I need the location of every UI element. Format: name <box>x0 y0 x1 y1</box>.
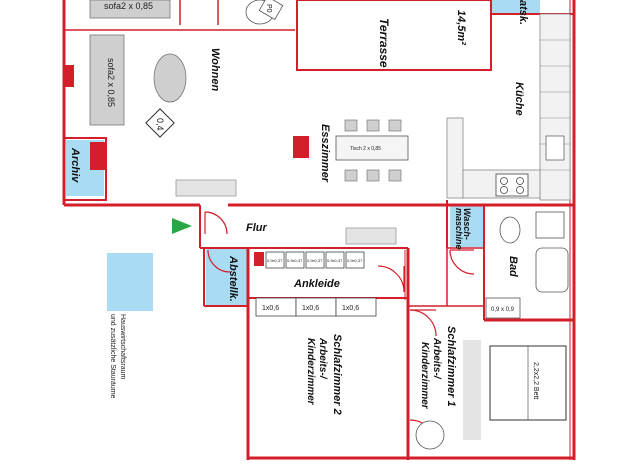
round-table <box>153 53 187 103</box>
legend-line1: Hauswirtschaftsraum <box>119 314 126 380</box>
label-flur: Flur <box>246 222 267 234</box>
stove <box>495 173 529 197</box>
walls <box>62 0 576 460</box>
label-terrasse-area: 14,5m² <box>455 10 467 45</box>
label-dining-table: Tisch 2 x 0,85 <box>350 146 381 152</box>
label-wardrobe-1: 1x0,6 <box>262 305 279 312</box>
bathtub <box>535 247 569 293</box>
label-sofa-side: sofa2 x 0,85 <box>106 58 116 107</box>
kitchen-island <box>446 117 464 199</box>
label-esszimmer: Esszimmer <box>319 124 331 183</box>
washbasin <box>535 211 565 239</box>
entry-arrow <box>172 218 192 234</box>
tv-unit <box>175 179 237 197</box>
label-wardrobe-2: 1x0,6 <box>302 305 319 312</box>
plant-bottom <box>415 420 445 450</box>
bed-rug <box>463 340 481 440</box>
dining-chairs <box>344 119 402 182</box>
kitchen-counter-right <box>539 13 571 201</box>
label-wardrobe-3: 1x0,6 <box>342 305 359 312</box>
label-terrasse: Terrasse <box>377 18 391 68</box>
sofa-top <box>89 0 171 19</box>
label-shelf-4: 0,9x0,37 <box>327 258 343 263</box>
label-stellplatz: atsk. <box>517 0 529 25</box>
label-shelf-3: 0,9x0,37 <box>307 258 323 263</box>
label-archiv: Archiv <box>69 147 81 183</box>
label-wohnen: Wohnen <box>209 48 221 91</box>
label-sofa-top: sofa2 x 0,85 <box>104 1 153 11</box>
waschmaschine-area <box>450 205 484 247</box>
label-shelf-5: 0,9x0,37 <box>347 258 363 263</box>
small-table <box>145 108 175 138</box>
legend-line2: und zusätzliche Stauräume <box>109 314 116 399</box>
stellplatz-area <box>490 0 540 14</box>
label-ankleide: Ankleide <box>293 278 340 290</box>
label-schlafzimmer1: Schlafzimmer 1 <box>445 326 457 407</box>
legend-swatch <box>107 253 153 311</box>
label-waschmaschine-b: maschine <box>454 208 464 250</box>
label-arbeits1a: Arbeits-/ <box>431 337 442 380</box>
label-arbeits1b: Kinderzimmer <box>419 342 430 410</box>
label-shower: 0,9 x 0,9 <box>491 307 515 313</box>
label-shelf-1: 0,9x0,37 <box>267 258 283 263</box>
label-small-table: 0,4 <box>155 118 165 131</box>
sink <box>545 135 565 161</box>
abstellk-area <box>206 248 248 306</box>
pillars <box>64 65 309 266</box>
dining-table <box>335 135 409 161</box>
pb-box <box>258 0 284 20</box>
toilet <box>499 216 521 244</box>
label-schlafzimmer2: Schlafzimmer 2 <box>331 334 343 415</box>
shelves <box>255 251 377 317</box>
label-pb: P0 <box>265 4 272 13</box>
label-waschmaschine-a: Wasch- <box>462 208 472 240</box>
label-arbeits2b: Kinderzimmer <box>305 338 316 406</box>
sofa-side <box>89 34 125 126</box>
label-bad: Bad <box>507 256 519 277</box>
shower <box>485 297 521 319</box>
label-shelf-2: 0,9x0,37 <box>287 258 303 263</box>
label-bed: 2,2x2,2 Bett <box>532 362 539 399</box>
label-abstellk: Abstellk. <box>227 255 239 302</box>
label-kueche: Küche <box>513 82 525 116</box>
label-arbeits2a: Arbeits-/ <box>317 337 328 380</box>
hall-bench <box>345 227 397 245</box>
